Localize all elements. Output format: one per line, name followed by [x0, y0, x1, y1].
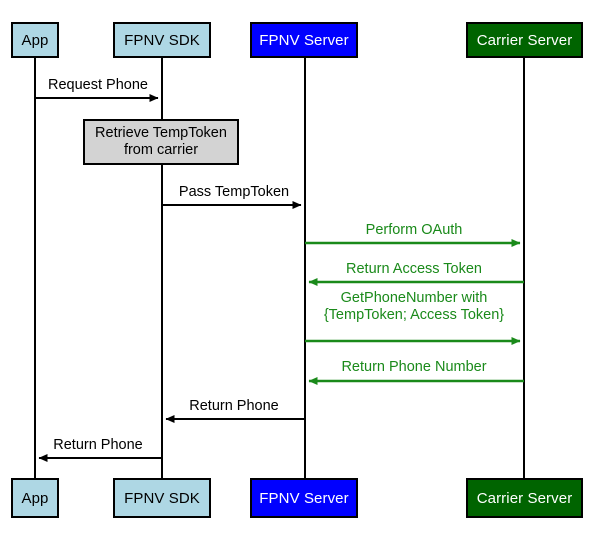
message-text-line-1: GetPhoneNumber with	[340, 290, 488, 306]
message-label-return-phone-to-app: Return Phone	[53, 437, 142, 454]
message-label-return-phone-to-sdk: Return Phone	[189, 398, 278, 415]
actor-header-carrier-server[interactable]: Carrier Server	[466, 22, 583, 58]
message-text: Return Phone	[53, 437, 143, 453]
actor-label-fpnv-server: FPNV Server	[259, 489, 349, 507]
message-label-return-phone-number: Return Phone Number	[341, 359, 486, 376]
actor-label-fpnv-sdk: FPNV SDK	[124, 31, 200, 49]
message-label-get-phone-number: GetPhoneNumber with {TempToken; Access T…	[284, 290, 544, 324]
message-text: Request Phone	[48, 77, 148, 93]
message-text-line-2: {TempToken; Access Token}	[323, 307, 505, 323]
actor-header-fpnv-server[interactable]: FPNV Server	[250, 22, 358, 58]
actor-label-app: App	[21, 489, 49, 507]
message-text: Return Phone	[189, 398, 279, 414]
actor-label-fpnv-sdk: FPNV SDK	[124, 489, 200, 507]
message-text: Perform OAuth	[365, 222, 463, 238]
message-label-perform-oauth: Perform OAuth	[366, 222, 463, 239]
message-label-request-phone: Request Phone	[48, 77, 148, 94]
note-line-2: from carrier	[123, 142, 199, 158]
actor-label-carrier-server: Carrier Server	[476, 31, 573, 49]
actor-label-fpnv-server: FPNV Server	[259, 31, 349, 49]
message-text: Return Phone Number	[341, 359, 487, 375]
note-retrieve-temptoken[interactable]: Retrieve TempToken from carrier	[83, 119, 239, 165]
message-text: Return Access Token	[346, 261, 482, 277]
actor-footer-app[interactable]: App	[11, 478, 59, 518]
message-label-return-access-token: Return Access Token	[346, 261, 482, 278]
actor-header-app[interactable]: App	[11, 22, 59, 58]
message-label-pass-temptoken: Pass TempToken	[179, 184, 289, 201]
actor-label-app: App	[21, 31, 49, 49]
note-line-1: Retrieve TempToken	[95, 125, 227, 141]
actor-header-fpnv-sdk[interactable]: FPNV SDK	[113, 22, 211, 58]
actor-footer-fpnv-sdk[interactable]: FPNV SDK	[113, 478, 211, 518]
message-text: Pass TempToken	[178, 184, 290, 200]
actor-footer-fpnv-server[interactable]: FPNV Server	[250, 478, 358, 518]
actor-footer-carrier-server[interactable]: Carrier Server	[466, 478, 583, 518]
actor-label-carrier-server: Carrier Server	[476, 489, 573, 507]
